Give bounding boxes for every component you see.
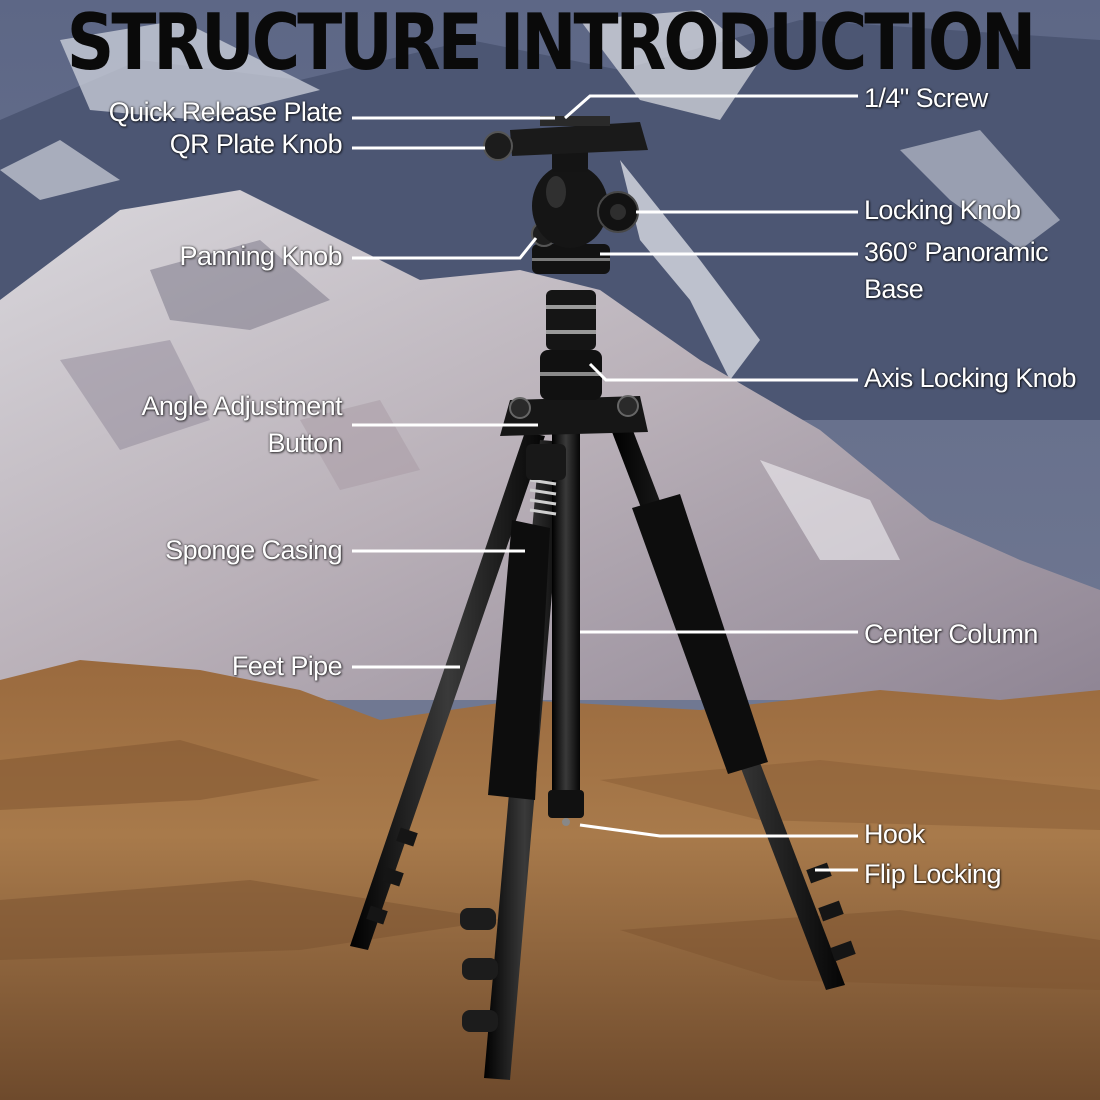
sponge-casing-right — [632, 494, 768, 774]
label-angle-adjustment-line1: Angle Adjustment — [141, 391, 342, 421]
label-feet-pipe: Feet Pipe — [231, 651, 343, 681]
label-screw: 1/4" Screw — [864, 83, 988, 113]
label-hook: Hook — [864, 819, 925, 849]
ball-head — [532, 164, 608, 248]
label-quick-release-plate: Quick Release Plate — [108, 97, 343, 127]
left-leg — [350, 432, 545, 950]
label-flip-locking: Flip Locking — [864, 859, 1001, 889]
leader-lines — [352, 94, 858, 872]
label-center-column: Center Column — [864, 619, 1038, 649]
label-panoramic-base: 360° Panoramic Base — [864, 234, 1049, 309]
label-panoramic-base-line2: Base — [864, 274, 924, 305]
label-qr-plate-knob: QR Plate Knob — [169, 129, 343, 159]
tripod — [350, 116, 856, 1080]
qr-plate-knob-shape — [483, 131, 513, 161]
label-angle-adjustment-line2: Button — [267, 428, 343, 459]
label-angle-adjustment-button: Angle Adjustment Button — [141, 388, 342, 463]
axis-locking-knob-shape — [546, 290, 596, 350]
label-panoramic-base-line1: 360° Panoramic — [864, 237, 1049, 267]
quick-release-plate-shape — [510, 122, 648, 156]
center-column-shape — [552, 430, 580, 812]
label-axis-locking-knob: Axis Locking Knob — [864, 363, 1077, 393]
page-title: STRUCTURE INTRODUCTION — [66, 0, 1036, 89]
label-sponge-casing: Sponge Casing — [165, 535, 342, 565]
label-panning-knob: Panning Knob — [179, 241, 343, 271]
label-locking-knob: Locking Knob — [864, 195, 1021, 225]
sponge-casing-middle — [488, 520, 550, 800]
